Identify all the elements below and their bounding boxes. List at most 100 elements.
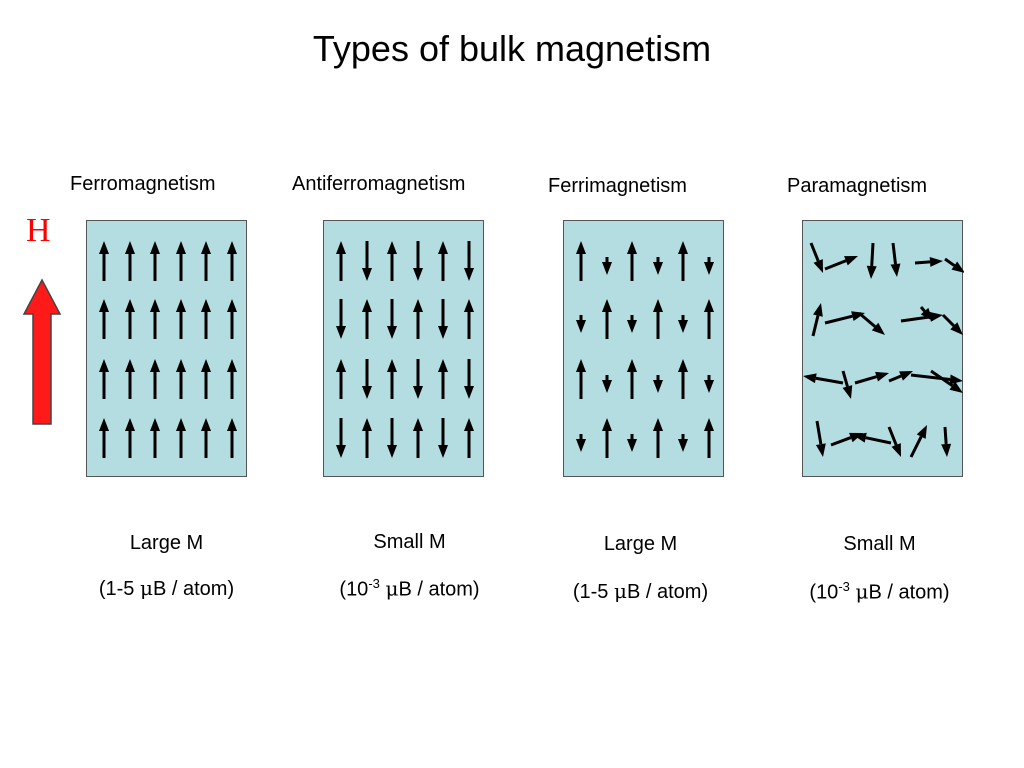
spin-arrow-icon xyxy=(125,418,135,458)
spin-arrow-icon xyxy=(809,242,823,273)
spin-arrow-icon xyxy=(900,311,943,323)
panel-para xyxy=(802,220,964,477)
spin-arrow-icon xyxy=(678,241,688,281)
panel-ferri xyxy=(563,220,724,477)
spin-arrow-icon xyxy=(841,370,853,399)
spin-arrow-icon xyxy=(201,241,211,281)
spin-arrow-icon xyxy=(438,359,448,399)
spin-arrow-icon xyxy=(602,257,612,275)
spin-arrow-icon xyxy=(653,375,663,393)
magnitude-para: Small M xyxy=(843,533,916,555)
spin-arrow-icon xyxy=(464,299,474,339)
spin-arrow-icon xyxy=(930,369,963,393)
spin-arrow-icon xyxy=(387,418,397,458)
field-label: H xyxy=(26,212,51,249)
spin-arrow-icon xyxy=(176,241,186,281)
spin-grid-ferri xyxy=(576,241,714,458)
spin-arrow-icon xyxy=(464,241,474,281)
spin-arrow-icon xyxy=(576,434,586,452)
spin-arrow-icon xyxy=(941,426,952,457)
spin-arrow-icon xyxy=(909,425,927,458)
moment-ferro: (1-5 μB / atom) xyxy=(98,576,235,600)
moment-para: (10-3 μB / atom) xyxy=(809,579,950,604)
spin-arrow-icon xyxy=(336,418,346,458)
spin-arrow-icon xyxy=(627,241,637,281)
spin-arrow-icon xyxy=(99,241,109,281)
spin-arrow-icon xyxy=(201,359,211,399)
moment-antiferro: (10-3 μB / atom) xyxy=(339,576,480,601)
spin-arrow-icon xyxy=(653,418,663,458)
spin-arrow-icon xyxy=(99,299,109,339)
spin-arrow-icon xyxy=(627,315,637,333)
spin-arrow-icon xyxy=(227,359,237,399)
spin-arrow-icon xyxy=(576,241,586,281)
spin-arrow-icon xyxy=(413,299,423,339)
spin-arrow-icon xyxy=(678,359,688,399)
spin-arrow-icon xyxy=(464,359,474,399)
spin-arrow-icon xyxy=(678,315,688,333)
spin-arrow-icon xyxy=(413,359,423,399)
spin-arrow-icon xyxy=(99,418,109,458)
page-title: Types of bulk magnetism xyxy=(312,28,712,69)
spin-arrow-icon xyxy=(704,257,714,275)
spin-grid-antiferro xyxy=(336,241,474,458)
spin-arrow-icon xyxy=(815,420,826,457)
spin-arrow-icon xyxy=(438,299,448,339)
spin-arrow-icon xyxy=(201,299,211,339)
spin-arrow-icon xyxy=(627,359,637,399)
field-arrow-icon xyxy=(22,278,62,425)
type-label-ferro: Ferromagnetism xyxy=(70,173,216,195)
magnitude-ferro: Large M xyxy=(129,532,204,554)
spin-arrow-icon xyxy=(176,359,186,399)
spin-arrow-icon xyxy=(336,241,346,281)
type-label-para: Paramagnetism xyxy=(787,175,928,197)
spin-arrow-icon xyxy=(704,299,714,339)
spin-arrow-icon xyxy=(704,375,714,393)
spin-arrow-icon xyxy=(653,257,663,275)
spin-arrow-icon xyxy=(413,418,423,458)
spin-arrow-icon xyxy=(336,359,346,399)
spin-arrow-icon xyxy=(125,241,135,281)
spin-arrow-icon xyxy=(853,432,892,445)
spin-arrow-icon xyxy=(887,426,901,457)
spin-arrow-icon xyxy=(602,418,612,458)
spin-arrow-icon xyxy=(944,257,964,273)
spin-arrow-icon xyxy=(602,299,612,339)
spin-arrow-icon xyxy=(704,418,714,458)
spin-arrow-icon xyxy=(576,359,586,399)
spin-arrow-icon xyxy=(227,418,237,458)
spin-arrow-icon xyxy=(824,256,858,271)
spin-arrow-icon xyxy=(627,434,637,452)
spin-arrow-icon xyxy=(858,311,885,335)
spin-arrow-icon xyxy=(227,299,237,339)
spin-arrow-icon xyxy=(888,371,913,383)
spin-arrow-icon xyxy=(150,359,160,399)
spin-grid-para xyxy=(803,242,964,458)
spin-arrow-icon xyxy=(176,418,186,458)
panel-ferro xyxy=(86,220,247,477)
spin-grid-ferro xyxy=(99,241,237,458)
spin-arrow-icon xyxy=(362,241,372,281)
spin-arrow-icon xyxy=(176,299,186,339)
magnitude-ferri: Large M xyxy=(603,533,678,555)
spin-arrow-icon xyxy=(438,418,448,458)
spin-arrow-icon xyxy=(438,241,448,281)
spin-arrow-icon xyxy=(919,306,933,321)
spin-arrow-icon xyxy=(576,315,586,333)
spin-arrow-icon xyxy=(387,299,397,339)
spin-arrow-icon xyxy=(653,299,663,339)
type-label-antiferro: Antiferromagnetism xyxy=(292,173,466,195)
spin-arrow-icon xyxy=(464,418,474,458)
spin-arrow-icon xyxy=(150,418,160,458)
spin-arrow-icon xyxy=(941,313,963,335)
type-label-ferri: Ferrimagnetism xyxy=(548,175,687,197)
spin-arrow-icon xyxy=(854,371,889,385)
magnitude-antiferro: Small M xyxy=(373,531,446,553)
spin-arrow-icon xyxy=(99,359,109,399)
spin-arrow-icon xyxy=(336,299,346,339)
moment-ferri: (1-5 μB / atom) xyxy=(572,579,709,603)
spin-arrow-icon xyxy=(201,418,211,458)
spin-arrow-icon xyxy=(387,241,397,281)
panel-antiferro xyxy=(323,220,484,477)
spin-arrow-icon xyxy=(362,418,372,458)
